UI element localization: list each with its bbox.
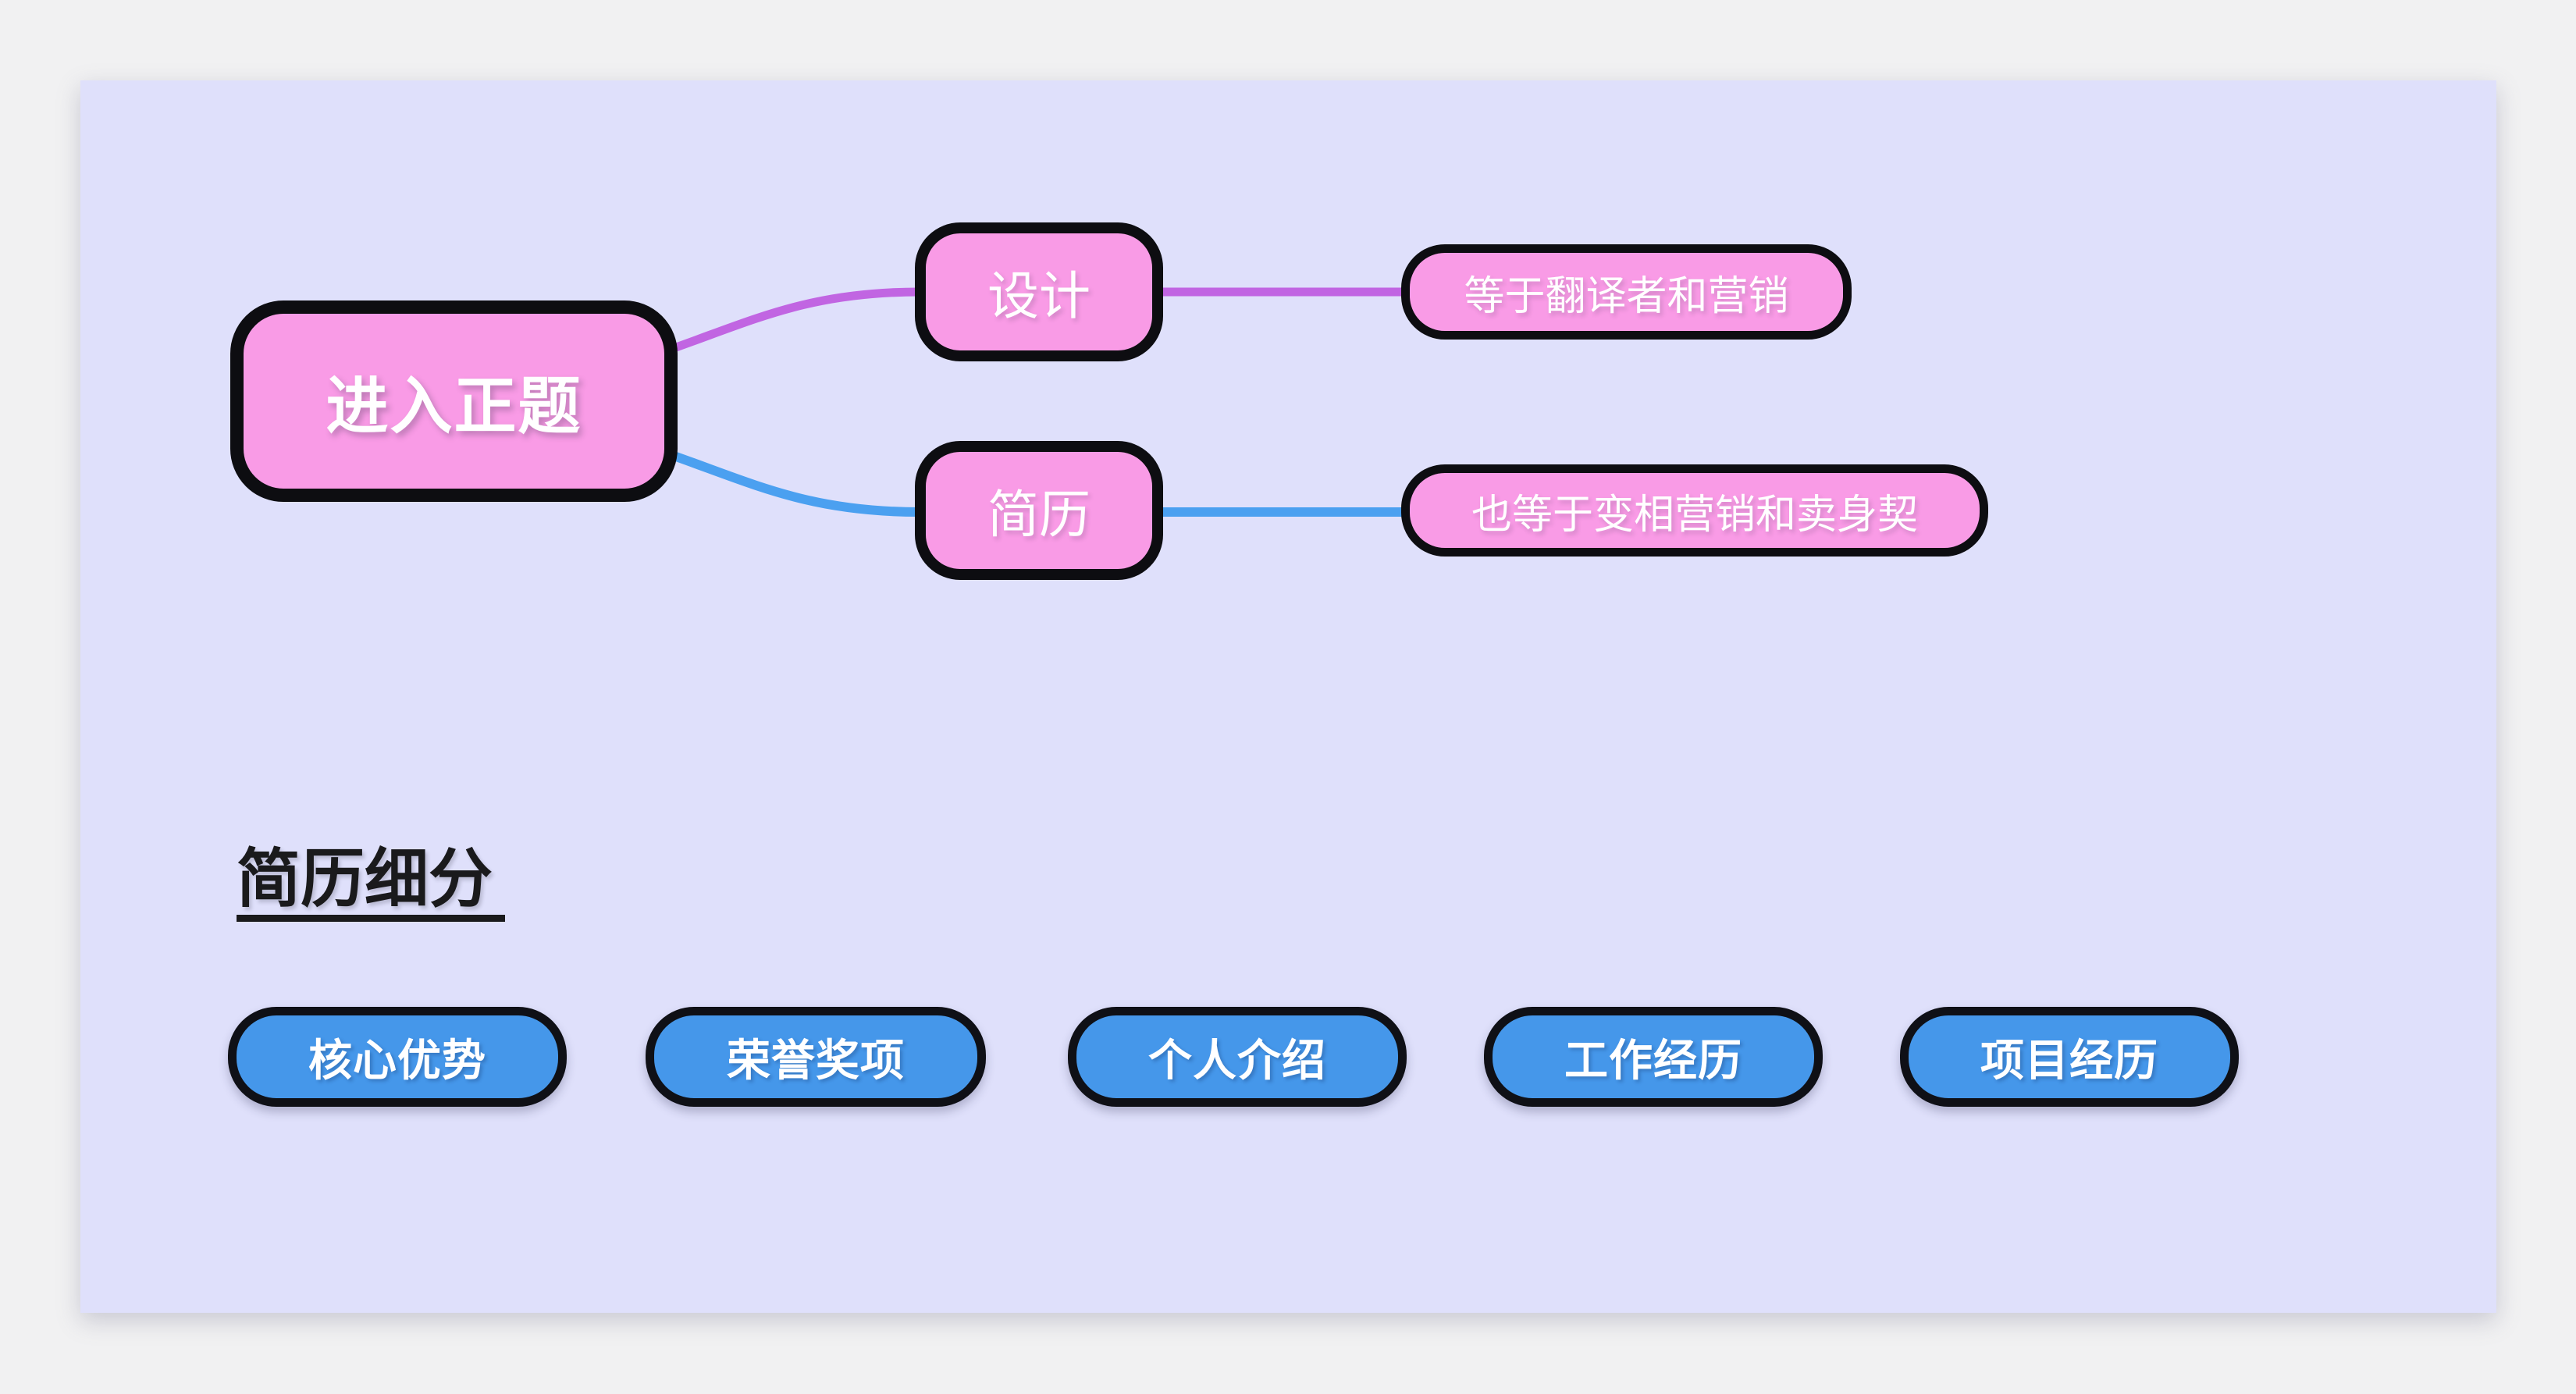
topic-node-design-label: 设计 xyxy=(987,267,1091,325)
whiteboard-canvas[interactable] xyxy=(80,80,2496,1313)
resume-item-project-experience-label: 项目经历 xyxy=(1980,1035,2158,1085)
resume-item-honors-awards[interactable]: 荣誉奖项 xyxy=(646,1007,986,1107)
resume-item-project-experience[interactable]: 项目经历 xyxy=(1900,1007,2239,1107)
note-node-resume[interactable]: 也等于变相营销和卖身契 xyxy=(1401,464,1988,557)
note-node-design[interactable]: 等于翻译者和营销 xyxy=(1401,244,1852,340)
resume-section-heading[interactable]: 简历细分 xyxy=(237,848,506,922)
topic-node-resume-label: 简历 xyxy=(987,485,1091,543)
root-node[interactable]: 进入正题 xyxy=(230,300,678,502)
note-node-design-label: 等于翻译者和营销 xyxy=(1464,273,1789,319)
root-node-label: 进入正题 xyxy=(326,372,582,441)
resume-item-work-experience-label: 工作经历 xyxy=(1564,1035,1742,1085)
resume-item-honors-awards-label: 荣誉奖项 xyxy=(727,1035,905,1085)
resume-item-personal-intro[interactable]: 个人介绍 xyxy=(1068,1007,1407,1107)
topic-node-resume[interactable]: 简历 xyxy=(915,441,1163,580)
resume-item-personal-intro-label: 个人介绍 xyxy=(1148,1035,1326,1085)
resume-item-work-experience[interactable]: 工作经历 xyxy=(1484,1007,1823,1107)
topic-node-design[interactable]: 设计 xyxy=(915,222,1163,361)
note-node-resume-label: 也等于变相营销和卖身契 xyxy=(1471,492,1918,538)
resume-item-core-strengths[interactable]: 核心优势 xyxy=(228,1007,567,1107)
resume-item-core-strengths-label: 核心优势 xyxy=(308,1035,486,1085)
